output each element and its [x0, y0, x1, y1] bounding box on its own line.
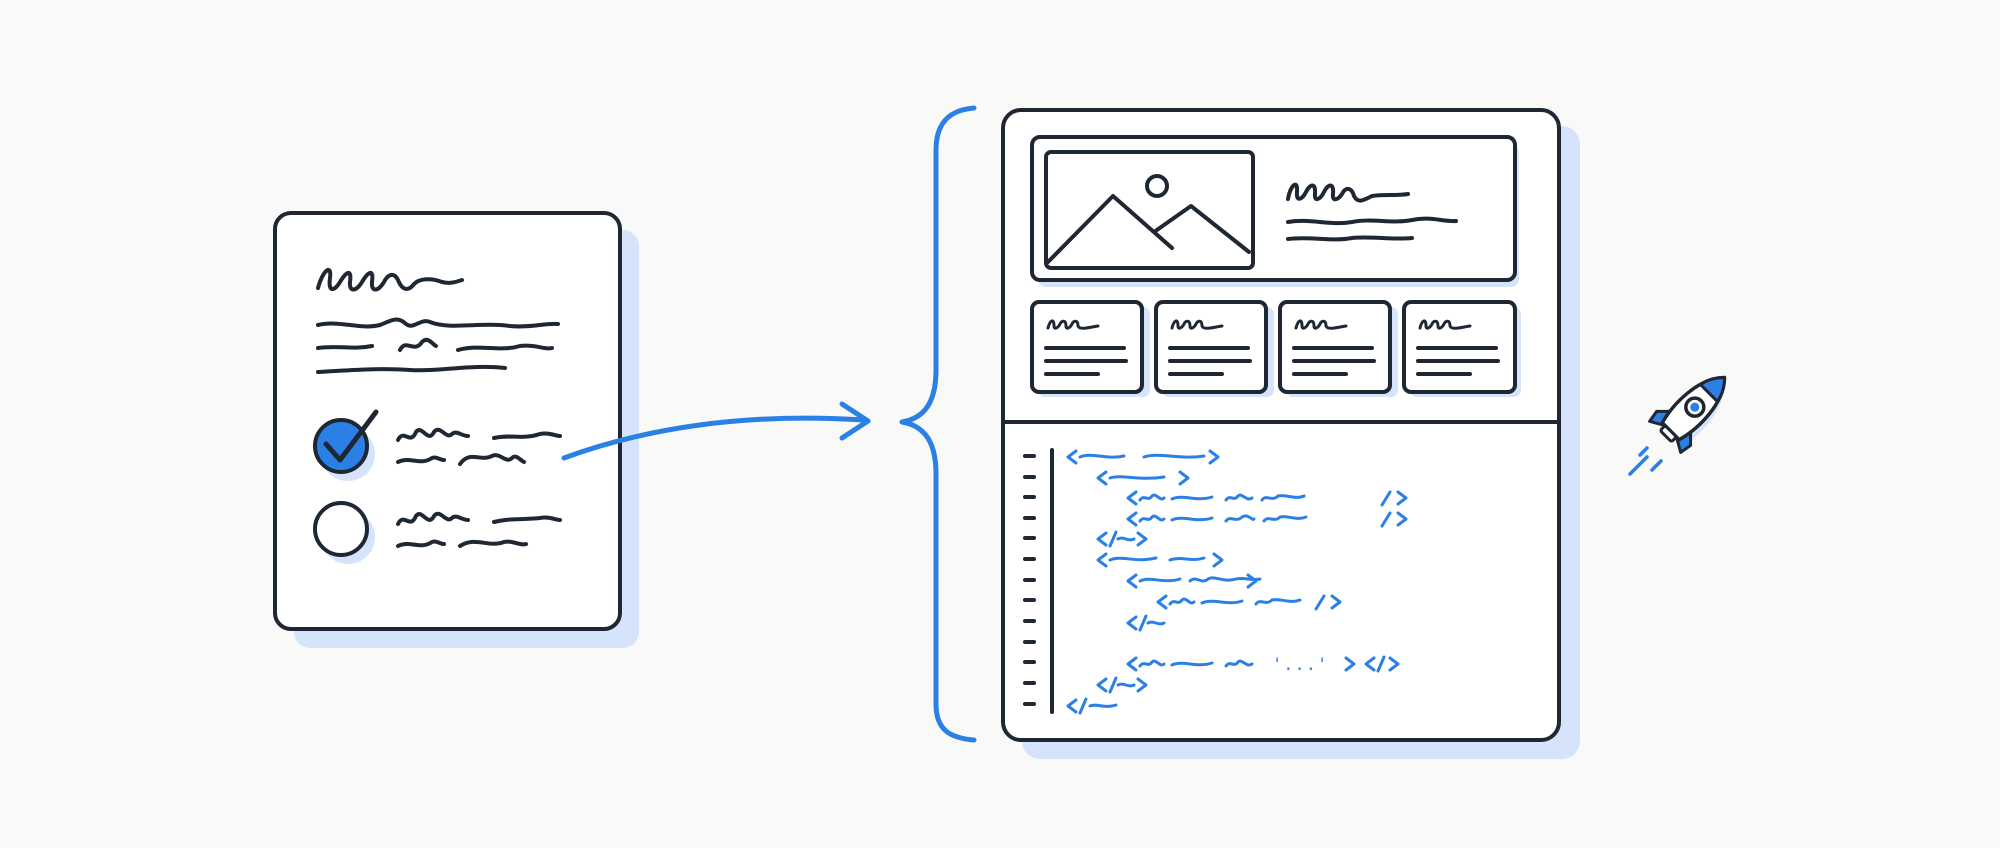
arrow-icon: [561, 415, 867, 461]
brief-card: [273, 211, 639, 648]
hero-section: [1030, 135, 1519, 287]
code-ellipsis: '...': [1272, 655, 1328, 675]
feature-card: [1030, 300, 1150, 397]
code-panel: '...': [1023, 448, 1408, 715]
code-line: [1096, 470, 1190, 486]
feature-card: [1402, 300, 1521, 397]
code-line: [1156, 594, 1342, 611]
rocket-icon: [1628, 375, 1727, 476]
code-gutter-markers: [1023, 454, 1036, 706]
arrow-head: [839, 401, 871, 441]
checked-circle: [313, 418, 369, 474]
code-lines: [1066, 449, 1408, 715]
code-line: [1126, 655, 1400, 673]
code-line: [1066, 697, 1118, 715]
brief-title-scribble: [316, 267, 464, 292]
code-line: [1096, 530, 1148, 548]
checkmark-icon: [323, 409, 379, 463]
feature-cards: [1030, 300, 1521, 397]
code-line: [1126, 490, 1408, 507]
feature-card: [1278, 300, 1398, 397]
checklist-item-checked: [313, 409, 562, 481]
code-line: [1096, 552, 1224, 568]
code-line: [1126, 573, 1262, 589]
code-line: [1126, 511, 1408, 528]
unchecked-item-scribble: [396, 511, 562, 548]
rocket-exhaust: [1628, 446, 1663, 476]
checked-item-scribble: [396, 427, 562, 466]
mountain-image-icon: [1044, 150, 1255, 270]
code-line: [1126, 614, 1166, 632]
brief-paragraph-scribble: [316, 317, 560, 374]
hero-text-scribble: [1286, 182, 1458, 242]
page-card: '...': [1001, 108, 1580, 759]
transform-arrow: [561, 401, 871, 461]
feature-card: [1154, 300, 1274, 397]
checklist-item-unchecked: [313, 501, 562, 564]
code-line: [1066, 449, 1220, 465]
brace-icon: [899, 105, 977, 743]
empty-circle-icon: [313, 501, 369, 557]
code-line: [1096, 676, 1148, 694]
brief-card-frame: [273, 211, 622, 631]
